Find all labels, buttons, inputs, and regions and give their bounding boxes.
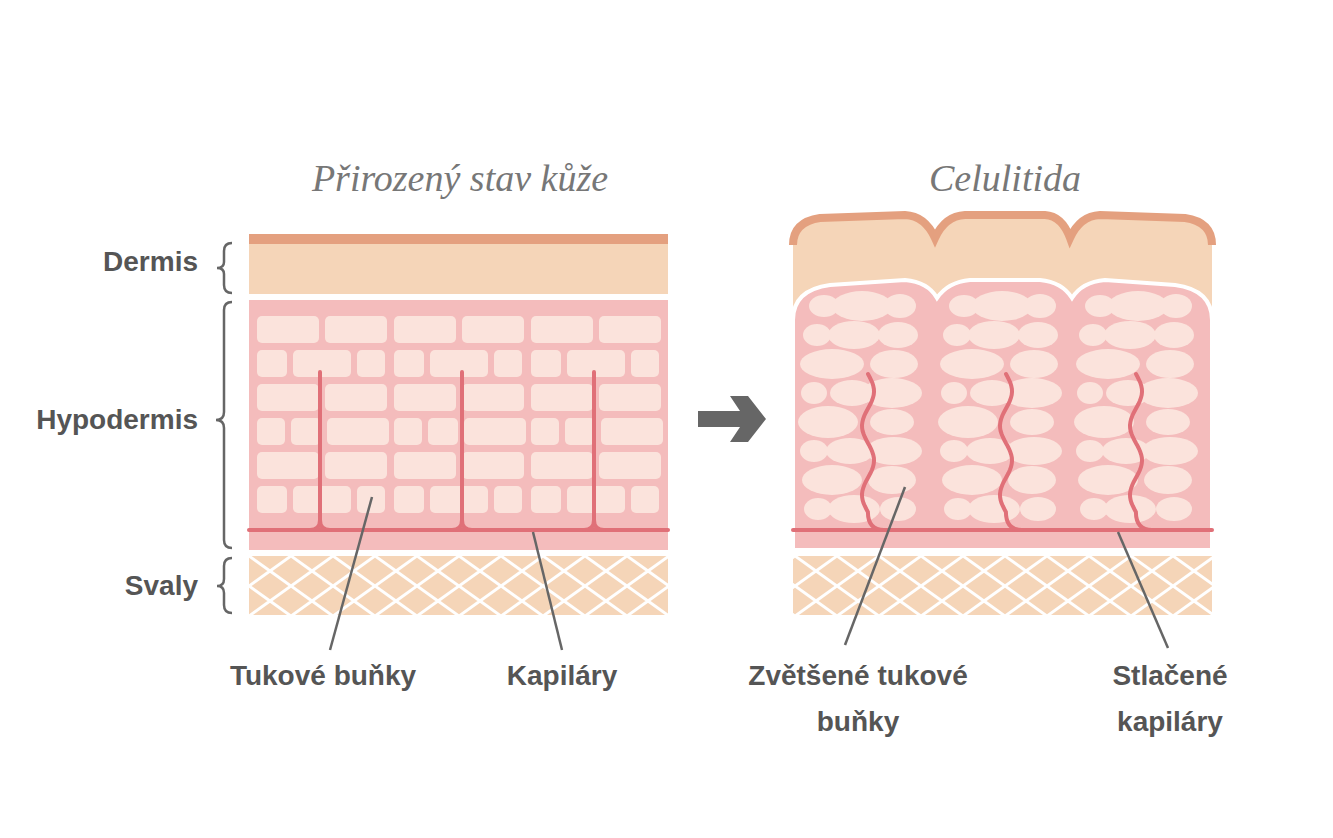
- part-name: Kapiláry: [472, 653, 652, 699]
- hypodermis-layer: [793, 280, 1212, 550]
- layer-name: Dermis: [8, 239, 198, 285]
- leader-line: [330, 487, 1168, 650]
- panel-title: Přirozený stav kůže: [280, 156, 640, 200]
- hypodermis-layer: [249, 300, 668, 550]
- bracket: [216, 243, 232, 613]
- compressed-capillaries: [793, 374, 1212, 530]
- epidermis-stripe: [249, 234, 668, 244]
- layer-name: Svaly: [8, 563, 198, 609]
- capillaries: [249, 372, 668, 530]
- dermis-layer: [249, 234, 668, 294]
- part-name: Zvětšené tukové buňky: [748, 653, 968, 745]
- panel-title: Celulitida: [880, 156, 1130, 200]
- transition-arrow: [698, 396, 766, 442]
- part-name: Tukové buňky: [213, 653, 433, 699]
- muscle-layer: [249, 556, 668, 615]
- part-name: Stlačené kapiláry: [1095, 653, 1245, 745]
- epidermis-stripe: [793, 215, 1212, 245]
- layer-name: Hypodermis: [8, 397, 198, 443]
